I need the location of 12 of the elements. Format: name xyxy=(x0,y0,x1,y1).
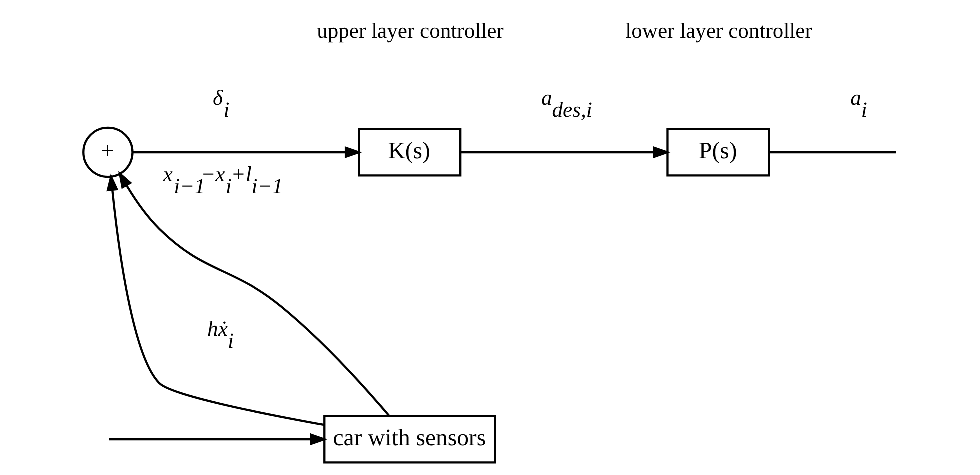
connector xyxy=(768,150,896,154)
arrow xyxy=(118,170,390,416)
node-circle: + xyxy=(82,126,134,178)
node-label: lower layer controller xyxy=(625,18,812,43)
node-box: car with sensors xyxy=(323,414,496,464)
node-box: P(s) xyxy=(666,128,770,176)
arrow xyxy=(106,173,324,426)
node-box: K(s) xyxy=(358,128,462,176)
arrow xyxy=(132,146,362,158)
arrow xyxy=(460,146,670,158)
arrow xyxy=(108,432,328,446)
node-label: upper layer controller xyxy=(316,18,504,43)
